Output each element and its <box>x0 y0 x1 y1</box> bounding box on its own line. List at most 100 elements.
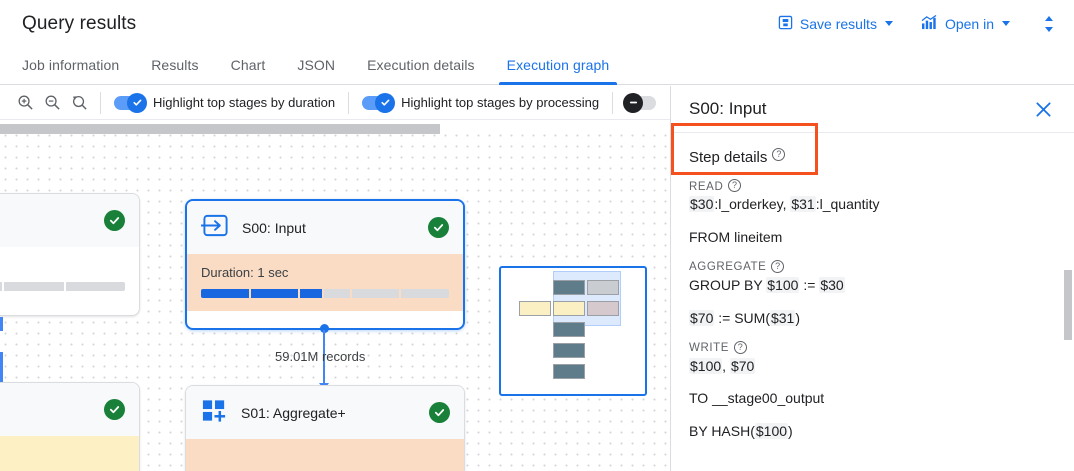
check-icon <box>375 92 396 113</box>
help-icon[interactable]: ? <box>771 259 785 273</box>
progress-segment <box>65 282 125 291</box>
tab-bar: Job information Results Chart JSON Execu… <box>0 47 1074 85</box>
chevron-down-icon <box>884 21 893 26</box>
progress-segment <box>4 282 64 291</box>
node-header <box>0 194 139 247</box>
execution-graph-canvas[interactable]: S00: Input Duration: 1 sec <box>0 120 670 471</box>
node-header: S01: Aggregate+ <box>186 386 464 439</box>
section-label-write: WRITE ? <box>689 340 1056 355</box>
zoom-reset-icon[interactable] <box>70 94 88 112</box>
panel-header: S00: Input <box>671 86 1074 133</box>
node-progress-bar <box>0 282 125 291</box>
minimap-node <box>553 322 585 337</box>
node-title: S00: Input <box>242 219 306 236</box>
toggle-switch[interactable] <box>114 92 147 113</box>
help-icon[interactable]: ? <box>734 340 748 354</box>
toggle-highlight-duration[interactable]: Highlight top stages by duration <box>101 92 348 113</box>
node-duration <box>200 450 450 465</box>
node-header: S00: Input <box>187 201 463 254</box>
section-text-from: FROM lineitem <box>689 228 783 245</box>
node-header <box>0 383 139 436</box>
tab-job-information[interactable]: Job information <box>22 57 120 73</box>
progress-segment <box>0 282 3 291</box>
section-text-sum: $70 := SUM($31) <box>689 309 801 326</box>
minus-icon <box>623 92 644 113</box>
minimap-node <box>519 301 551 316</box>
panel-body[interactable]: Step details ? READ ? $30:l_orderkey, $3… <box>671 133 1074 471</box>
graph-minimap[interactable] <box>499 266 647 396</box>
open-in-button[interactable]: Open in <box>921 14 1010 33</box>
tab-results[interactable]: Results <box>151 57 199 73</box>
zoom-out-icon[interactable] <box>43 94 61 112</box>
toggle-third[interactable] <box>613 92 669 113</box>
minimap-node <box>587 301 619 316</box>
graph-node-partial-bottom[interactable] <box>0 382 140 471</box>
tab-execution-graph[interactable]: Execution graph <box>491 57 626 85</box>
status-success-icon <box>429 402 450 423</box>
aggregate-plus-icon <box>200 397 229 429</box>
help-icon[interactable]: ? <box>772 148 786 161</box>
graph-node-partial-top[interactable] <box>0 193 140 316</box>
minimap-node <box>553 301 585 316</box>
section-text-read: $30:l_orderkey, $31:l_quantity <box>689 196 880 212</box>
graph-horizontal-scrollbar[interactable] <box>0 124 440 134</box>
section-label-aggregate: AGGREGATE ? <box>689 259 1056 274</box>
check-icon <box>127 92 147 113</box>
save-results-button[interactable]: Save results <box>778 15 893 33</box>
header-actions: Save results Open in <box>778 14 1074 34</box>
zoom-in-icon[interactable] <box>16 94 34 112</box>
graph-horizontal-scrollbar-track <box>0 121 670 134</box>
chart-bar-icon <box>921 14 938 33</box>
graph-node-s01-aggregate[interactable]: S01: Aggregate+ <box>185 385 465 471</box>
section-text-to: TO __stage00_output <box>689 390 825 407</box>
tab-chart[interactable]: Chart <box>230 57 266 73</box>
unfold-more-icon[interactable] <box>1038 14 1060 34</box>
progress-segment <box>351 289 400 298</box>
save-results-icon <box>778 15 793 33</box>
panel-title: S00: Input <box>689 99 767 118</box>
edge-source-dot <box>320 324 329 333</box>
step-details-label: Step details <box>689 149 768 166</box>
toolbar-divider <box>612 91 614 114</box>
zoom-controls <box>0 94 100 112</box>
toolbar-divider <box>100 91 101 114</box>
page-title: Query results <box>22 12 137 34</box>
toggle-switch[interactable] <box>362 92 396 113</box>
toggle-switch[interactable] <box>623 92 657 113</box>
graph-toolbar: Highlight top stages by duration Highlig… <box>0 86 670 120</box>
toggle-label: Highlight top stages by duration <box>153 95 336 110</box>
node-duration: Duration: 1 sec <box>201 265 289 280</box>
open-in-label: Open in <box>944 15 994 32</box>
progress-segment <box>323 289 350 298</box>
toolbar-divider <box>348 91 350 114</box>
step-details-panel: S00: Input Step details ? READ ? $30:l_o… <box>670 86 1074 471</box>
minimap-node <box>553 343 585 358</box>
help-icon[interactable]: ? <box>728 179 742 192</box>
edge-label: 59.01M records <box>275 349 366 364</box>
node-body <box>0 247 139 304</box>
edge-line <box>0 317 3 331</box>
save-results-label: Save results <box>799 15 877 32</box>
node-body <box>186 439 464 471</box>
status-success-icon <box>104 210 125 231</box>
node-duration <box>0 258 125 273</box>
node-body <box>0 436 139 471</box>
step-details-heading: Step details ? <box>689 147 1056 166</box>
input-arrow-icon <box>201 212 230 244</box>
minimap-node <box>553 280 585 295</box>
panel-vertical-scrollbar[interactable] <box>1064 270 1072 340</box>
tab-json[interactable]: JSON <box>297 57 336 73</box>
node-title: S01: Aggregate+ <box>241 404 346 421</box>
toggle-highlight-processing[interactable]: Highlight top stages by processing <box>349 92 612 113</box>
graph-node-s00-input[interactable]: S00: Input Duration: 1 sec <box>185 199 465 330</box>
progress-segment <box>201 289 249 298</box>
section-text-write: $100, $70 <box>689 357 756 374</box>
chevron-down-icon <box>1002 21 1010 26</box>
status-success-icon <box>104 399 125 420</box>
toggle-label: Highlight top stages by processing <box>401 95 600 110</box>
node-progress-bar <box>201 289 449 298</box>
section-text-group-by: GROUP BY $100 := $30 <box>689 276 845 293</box>
tab-execution-details[interactable]: Execution details <box>367 57 475 73</box>
close-icon[interactable] <box>1031 97 1056 122</box>
